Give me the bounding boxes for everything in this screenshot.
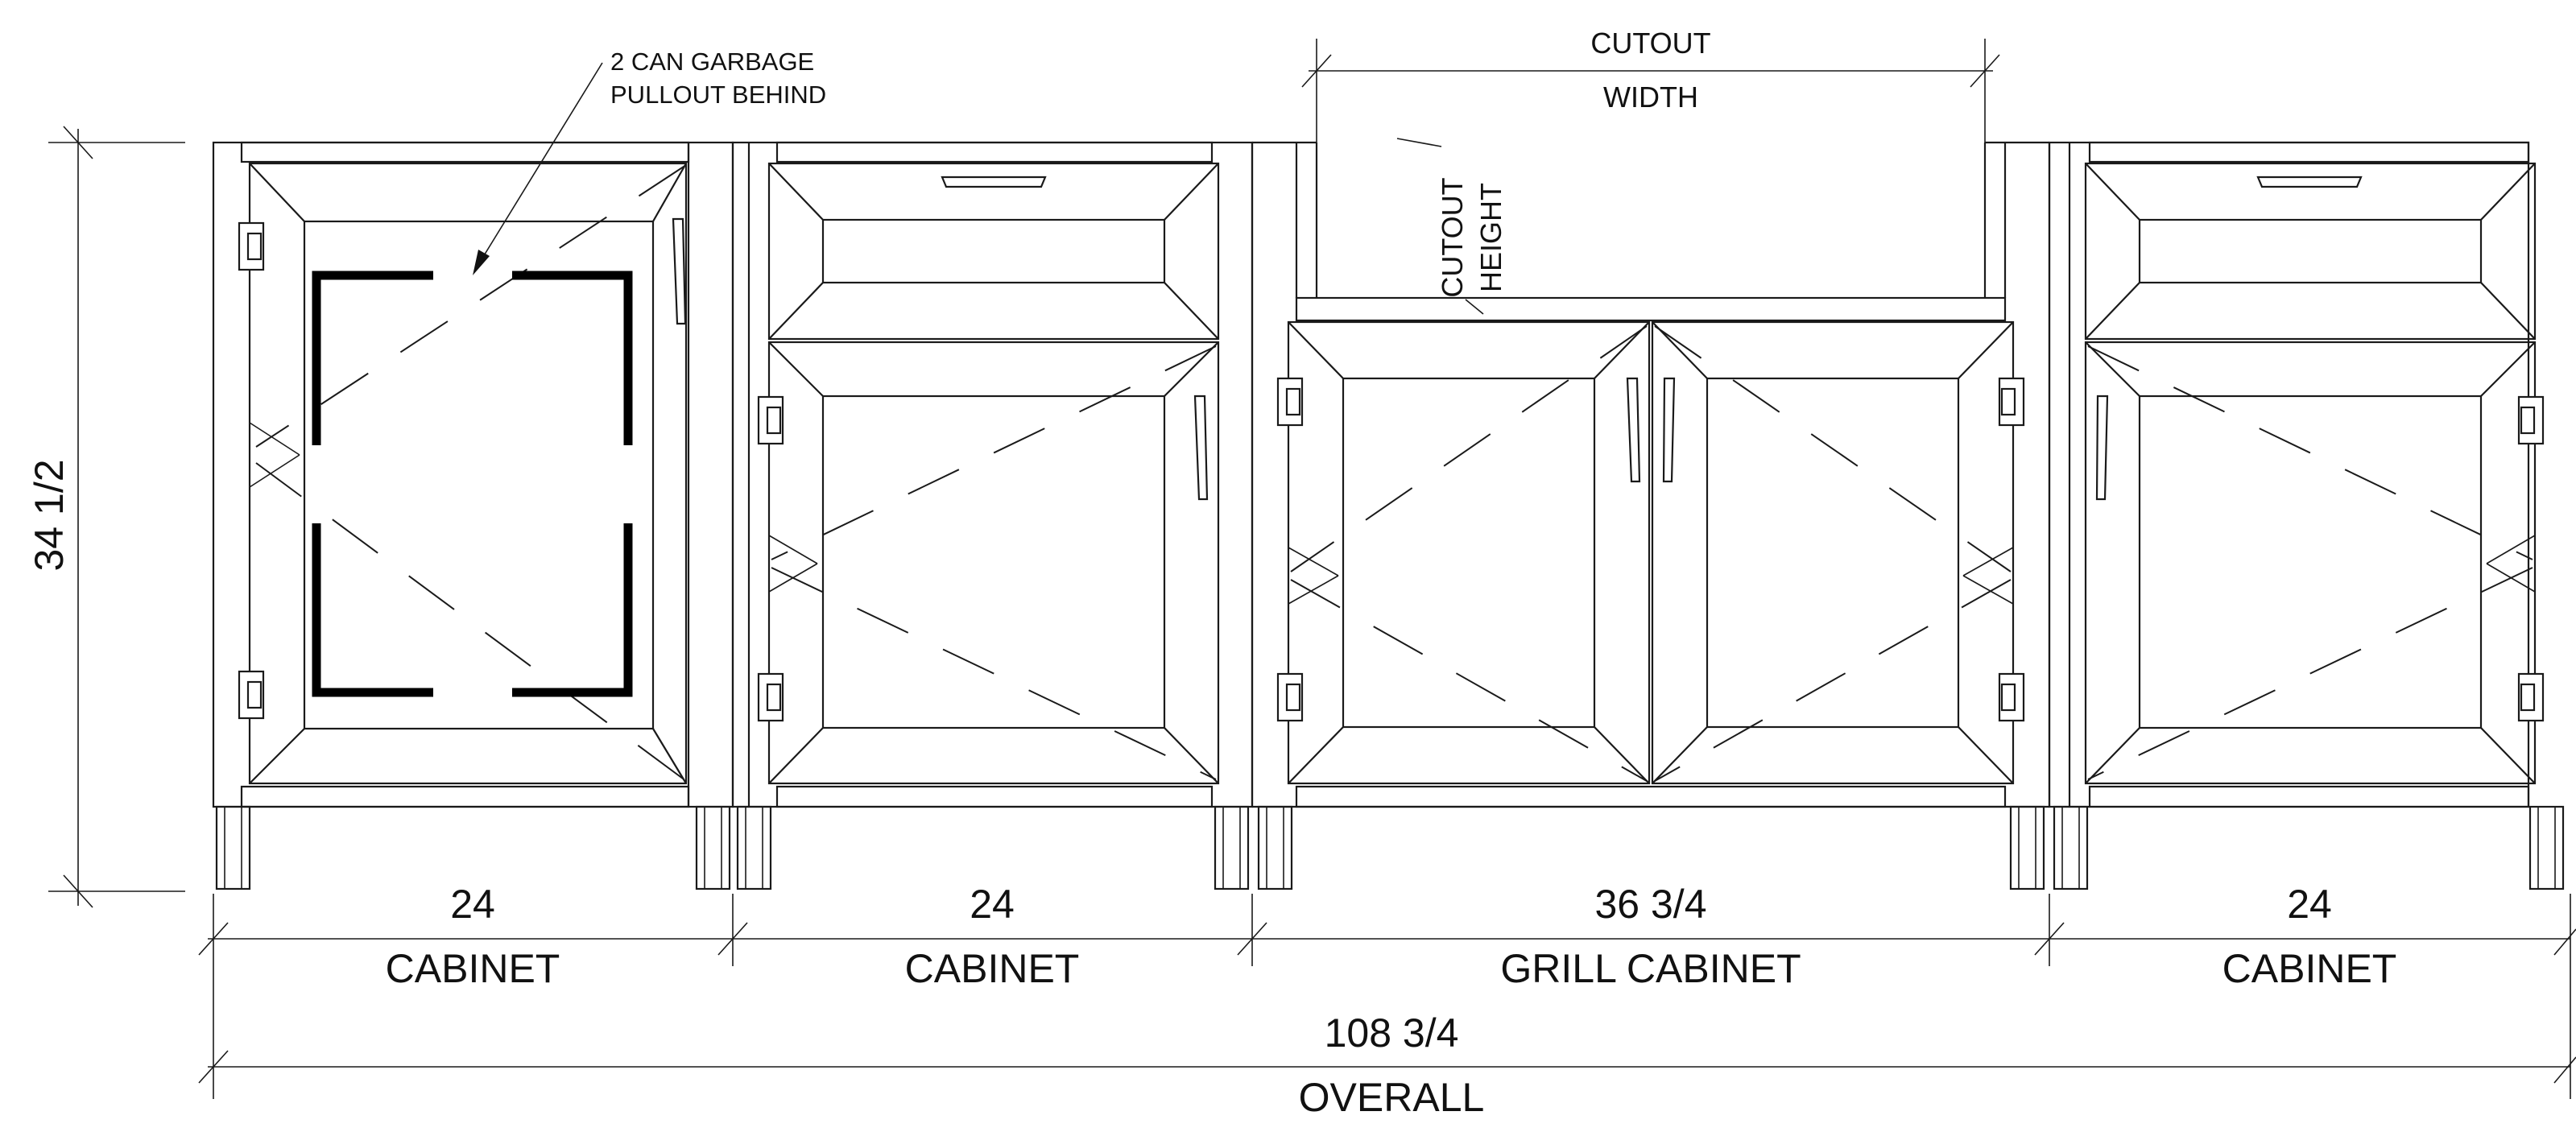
door-handle-icon (2095, 395, 2109, 501)
cutout-width-dimension: CUTOUT WIDTH (1301, 27, 2000, 147)
door-handle-icon (1193, 395, 1209, 501)
cabinet-2-drawer (767, 162, 1220, 341)
leg-icon (2528, 805, 2565, 890)
cutout-height-label-line1: CUTOUT (1436, 177, 1469, 297)
cabinet-2 (731, 141, 1254, 890)
cabinet-width-dimensions: 24 CABINET 24 CABINET 36 3/4 GRILL CABIN… (198, 882, 2576, 1099)
cutout-width-label-top: CUTOUT (1590, 27, 1710, 60)
hinge-icon (1276, 377, 1304, 427)
hinge-icon (1276, 672, 1304, 722)
leg-icon (1257, 805, 1293, 890)
garbage-note-line1: 2 CAN GARBAGE (610, 48, 814, 76)
cabinet-2-door (767, 341, 1220, 785)
cabinet-1-label: CABINET (386, 946, 560, 991)
cabinet-4-door (2084, 341, 2537, 785)
cutout-width-label-bottom: WIDTH (1603, 81, 1698, 114)
cabinet-3-grill (1251, 141, 2051, 890)
leg-icon (2009, 805, 2045, 890)
cabinet-2-width: 24 (970, 882, 1015, 927)
hinge-icon (2517, 672, 2545, 722)
cabinet-4-label: CABINET (2222, 946, 2397, 991)
garbage-note-arrowhead (473, 250, 490, 275)
height-dimension: 34 1/2 (27, 126, 185, 908)
drawer-pull-icon (2256, 176, 2363, 188)
door-handle-icon (1626, 377, 1641, 483)
grill-right-door (1651, 320, 2015, 785)
hinge-icon (1998, 377, 2025, 427)
door-handle-icon (1662, 377, 1676, 483)
overall-dimension: 108 3/4 OVERALL (198, 1010, 2576, 1120)
cutout-height-label-line2: HEIGHT (1474, 183, 1507, 292)
hinge-icon (1998, 672, 2025, 722)
cabinet-1-width: 24 (450, 882, 495, 927)
hinge-icon (238, 670, 265, 720)
cabinet-3-label: GRILL CABINET (1500, 946, 1801, 991)
door-handle-icon (672, 217, 687, 325)
hinge-icon (238, 221, 265, 271)
cabinet-3-width: 36 3/4 (1594, 882, 1706, 927)
cabinet-4-drawer (2084, 162, 2537, 341)
leg-icon (1214, 805, 1250, 890)
grill-left-door (1287, 320, 1651, 785)
cabinet-4-width: 24 (2287, 882, 2332, 927)
hinge-icon (757, 672, 784, 722)
drawer-pull-icon (941, 176, 1047, 188)
cabinet-1 (212, 141, 734, 890)
leg-icon (736, 805, 772, 890)
cutout-height-dimension: CUTOUT HEIGHT (1396, 138, 1507, 315)
cabinet-4 (2048, 141, 2565, 890)
garbage-can-outline (312, 271, 633, 697)
garbage-note-line2: PULLOUT BEHIND (610, 81, 826, 109)
garbage-pullout-note: 2 CAN GARBAGE PULLOUT BEHIND (473, 48, 826, 275)
leg-icon (215, 805, 251, 890)
height-dimension-value: 34 1/2 (27, 459, 72, 571)
overall-width-label: OVERALL (1299, 1075, 1485, 1120)
hinge-icon (757, 395, 784, 445)
leg-icon (2053, 805, 2089, 890)
cabinet-1-door (248, 162, 688, 785)
cabinet-2-label: CABINET (905, 946, 1080, 991)
overall-width-value: 108 3/4 (1325, 1010, 1459, 1056)
hinge-icon (2517, 395, 2545, 445)
leg-icon (695, 805, 731, 890)
